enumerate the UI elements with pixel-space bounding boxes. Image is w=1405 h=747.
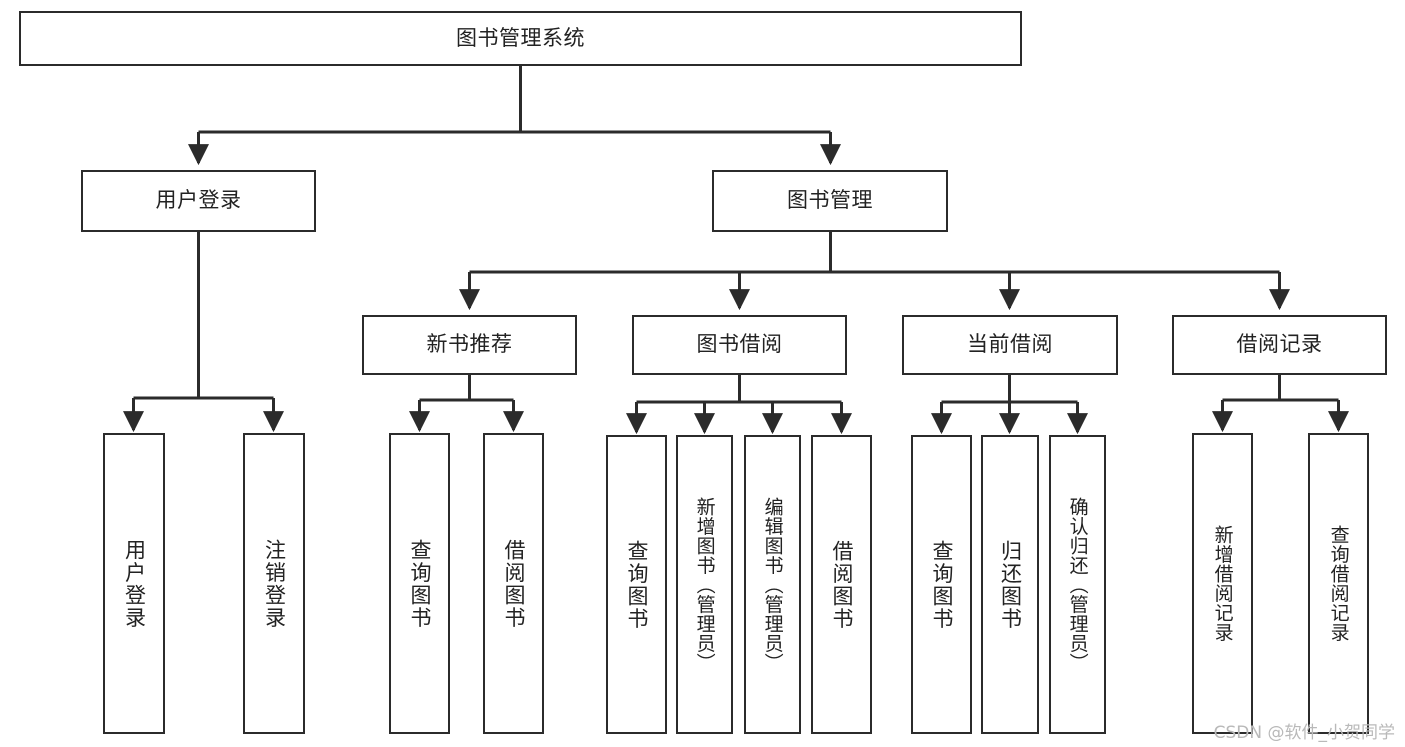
node-label: 借阅记录	[1236, 332, 1323, 357]
node-label: 用户登录	[155, 188, 242, 213]
leaf-borrow-edit-book-admin[interactable]: 编辑图书（管理员）	[744, 435, 801, 734]
node-label: 编辑图书（管理员）	[761, 496, 784, 673]
node-label: 图书借阅	[696, 332, 783, 357]
node-label: 确认归还（管理员）	[1066, 496, 1089, 673]
leaf-record-add-record[interactable]: 新增借阅记录	[1192, 433, 1253, 734]
node-label: 用户登录	[122, 538, 147, 629]
node-label: 查询图书	[407, 538, 432, 629]
node-label: 查询图书	[929, 539, 954, 630]
node-label: 图书管理系统	[456, 25, 585, 50]
node-new-book-recommend[interactable]: 新书推荐	[362, 315, 577, 375]
leaf-user-logout[interactable]: 注销登录	[243, 433, 305, 734]
leaf-user-login-do[interactable]: 用户登录	[103, 433, 165, 734]
leaf-borrow-borrow-book[interactable]: 借阅图书	[811, 435, 872, 734]
node-label: 借阅图书	[501, 538, 526, 629]
node-label: 注销登录	[262, 538, 287, 629]
leaf-current-confirm-return-admin[interactable]: 确认归还（管理员）	[1049, 435, 1106, 734]
node-label: 当前借阅	[967, 332, 1053, 357]
leaf-record-query-record[interactable]: 查询借阅记录	[1308, 433, 1369, 734]
node-label: 查询借阅记录	[1327, 525, 1350, 642]
node-label: 查询图书	[624, 539, 649, 630]
node-label: 新增借阅记录	[1211, 525, 1234, 642]
node-user-login[interactable]: 用户登录	[81, 170, 316, 232]
leaf-current-query-book[interactable]: 查询图书	[911, 435, 972, 734]
leaf-borrow-query-book[interactable]: 查询图书	[606, 435, 667, 734]
node-label: 图书管理	[787, 188, 873, 213]
node-book-management[interactable]: 图书管理	[712, 170, 948, 232]
node-root-system[interactable]: 图书管理系统	[19, 11, 1022, 66]
leaf-recommend-query-book[interactable]: 查询图书	[389, 433, 450, 734]
node-label: 新书推荐	[426, 332, 513, 357]
node-label: 新增图书（管理员）	[693, 496, 716, 673]
node-borrow-record[interactable]: 借阅记录	[1172, 315, 1387, 375]
node-label: 归还图书	[998, 539, 1023, 630]
leaf-recommend-borrow-book[interactable]: 借阅图书	[483, 433, 544, 734]
node-book-borrow[interactable]: 图书借阅	[632, 315, 847, 375]
node-label: 借阅图书	[829, 539, 854, 630]
leaf-borrow-add-book-admin[interactable]: 新增图书（管理员）	[676, 435, 733, 734]
node-current-borrow[interactable]: 当前借阅	[902, 315, 1118, 375]
leaf-current-return-book[interactable]: 归还图书	[981, 435, 1039, 734]
